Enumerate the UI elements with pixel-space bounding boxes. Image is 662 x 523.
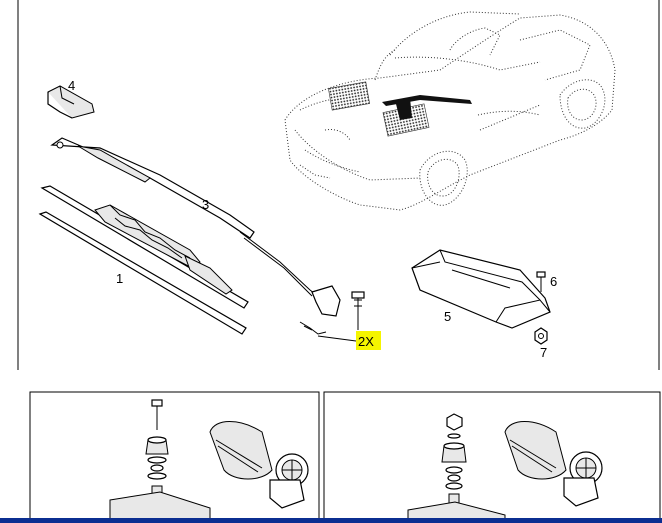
wiper-arm-icon (50, 137, 341, 317)
nut-icon (534, 327, 548, 345)
detail-panel-left (29, 391, 320, 523)
clip-icon (299, 321, 327, 335)
bottom-bar (0, 518, 662, 523)
callout-6: 6 (550, 274, 557, 289)
arm-cap-icon (47, 85, 95, 119)
bolt-icon (351, 291, 365, 330)
wiper-motor-icon (209, 421, 309, 509)
wiper-motor-right-icon (504, 421, 603, 507)
screw-icon (536, 271, 546, 292)
leader-line-2x (317, 335, 357, 342)
wiper-blade-icon (38, 185, 249, 335)
callout-4: 4 (68, 78, 75, 93)
motor-cover-icon (411, 249, 551, 329)
callout-3: 3 (202, 197, 209, 212)
bolt-stack-icon (109, 399, 211, 523)
callout-2x-highlight (356, 331, 381, 350)
callout-2x: 2X (358, 334, 374, 349)
nut-stack-icon (407, 413, 506, 523)
frame-lines (17, 0, 660, 370)
detail-panel-right (323, 391, 661, 523)
callout-7: 7 (540, 345, 547, 360)
callout-5: 5 (444, 309, 451, 324)
car-illustration (284, 11, 616, 211)
callout-1: 1 (116, 271, 123, 286)
